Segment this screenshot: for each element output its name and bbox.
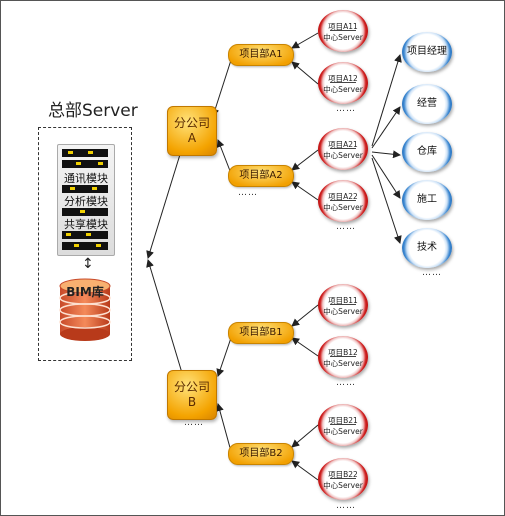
center-a11-line1: 项目A11 [328,22,358,31]
line-a12-a1 [291,61,319,85]
rack-led [68,151,73,154]
line-a1-branch [211,56,233,117]
dept-a1-node: 项目部A1 [228,44,294,66]
line-branch-b-hq [146,259,183,374]
center-b22-line1: 项目B22 [328,470,358,479]
line-a21-role-4 [371,154,401,199]
rack-slot [62,149,108,157]
line-branch-a-hq [146,147,183,259]
rack-led [98,162,103,165]
rack-led [74,244,79,247]
rack-led [86,233,91,236]
rack-led [70,187,75,190]
roles-more: …… [422,268,442,278]
center-divider [330,356,356,357]
role-warehouse-node: 仓库 [402,132,452,172]
rack-led [92,187,97,190]
center-b12-node: 项目B12 中心Server [318,336,368,378]
line-a21-role-1 [371,54,402,147]
line-a21-role-3 [371,150,401,159]
branch-b-node: 分公司 B [167,370,217,420]
center-divider [330,424,356,425]
module-share: 共享模块 [64,218,108,231]
center-a12-line2: 中心Server [323,85,363,94]
center-b11-line1: 项目B11 [328,296,358,305]
line-a11-a1 [291,32,319,49]
center-a22-line2: 中心Server [323,203,363,212]
center-a11-line2: 中心Server [323,33,363,42]
branch-a-line2: A [187,131,197,145]
line-b1-branch [216,334,233,377]
rack-slot [62,160,108,168]
rack-slot [62,231,108,239]
center-divider [330,304,356,305]
dept-b1-node: 项目部B1 [228,322,294,344]
center-b12-more: …… [336,378,356,388]
line-b11-b1 [291,304,319,327]
dept-b2-node: 项目部B2 [228,443,294,465]
role-project-manager-node: 项目经理 [402,32,452,72]
center-a12-more: …… [336,104,356,114]
center-a22-node: 项目A22 中心Server [318,180,368,222]
line-b21-b2 [291,424,319,448]
center-a21-line1: 项目A21 [328,140,358,149]
role-construction-node: 施工 [402,180,452,220]
line-b12-b1 [291,337,319,357]
center-b12-line1: 项目B12 [328,348,358,357]
module-analysis: 分析模块 [64,195,108,208]
role-business-node: 经营 [402,84,452,124]
rack-led [96,244,101,247]
center-b22-line2: 中心Server [323,481,363,490]
center-b21-node: 项目B21 中心Server [318,404,368,446]
rack-led [88,151,93,154]
server-rack-icon: 通讯模块 分析模块 共享模块 [57,144,115,256]
module-comm: 通讯模块 [64,172,108,185]
center-b21-line1: 项目B21 [328,416,358,425]
line-b22-b2 [291,460,319,481]
line-a21-a2 [291,149,319,171]
dept-a2-more: …… [238,188,258,198]
rack-led [66,233,71,236]
center-a12-node: 项目A12 中心Server [318,62,368,104]
role-technical-node: 技术 [402,228,452,268]
center-divider [330,82,356,83]
branch-b-line2: B [187,395,197,409]
branch-b-more: …… [184,418,204,428]
center-divider [330,30,356,31]
center-a22-more: …… [336,222,356,232]
hq-title: 总部Server [48,101,138,121]
bidirectional-arrow-icon: ↕ [82,256,94,272]
center-b22-more: …… [336,501,356,511]
line-a21-role-5 [371,157,402,244]
rack-slot [62,208,108,216]
database-icon [59,278,111,341]
center-b21-line2: 中心Server [323,427,363,436]
center-divider [330,200,356,201]
branch-a-node: 分公司 A [167,106,217,156]
center-a21-node: 项目A21 中心Server [318,128,368,170]
center-b22-node: 项目B22 中心Server [318,458,368,500]
center-a11-node: 项目A11 中心Server [318,10,368,52]
center-a12-line1: 项目A12 [328,74,358,83]
line-a21-role-2 [371,106,401,149]
center-b12-line2: 中心Server [323,359,363,368]
hq-server-group [38,127,132,361]
rack-slot [62,242,108,250]
branch-a-line1: 分公司 [173,116,210,130]
center-b11-line2: 中心Server [323,307,363,316]
rack-led [80,210,85,213]
dept-a2-node: 项目部A2 [228,165,294,187]
center-b11-node: 项目B11 中心Server [318,284,368,326]
line-a22-a2 [291,181,319,201]
rack-led [76,162,81,165]
center-divider [330,148,356,149]
center-a22-line1: 项目A22 [328,192,358,201]
branch-b-line1: 分公司 [173,380,210,394]
center-divider [330,478,356,479]
rack-slot [62,185,108,193]
db-label: BIM库 [66,285,104,299]
center-a21-line2: 中心Server [323,151,363,160]
